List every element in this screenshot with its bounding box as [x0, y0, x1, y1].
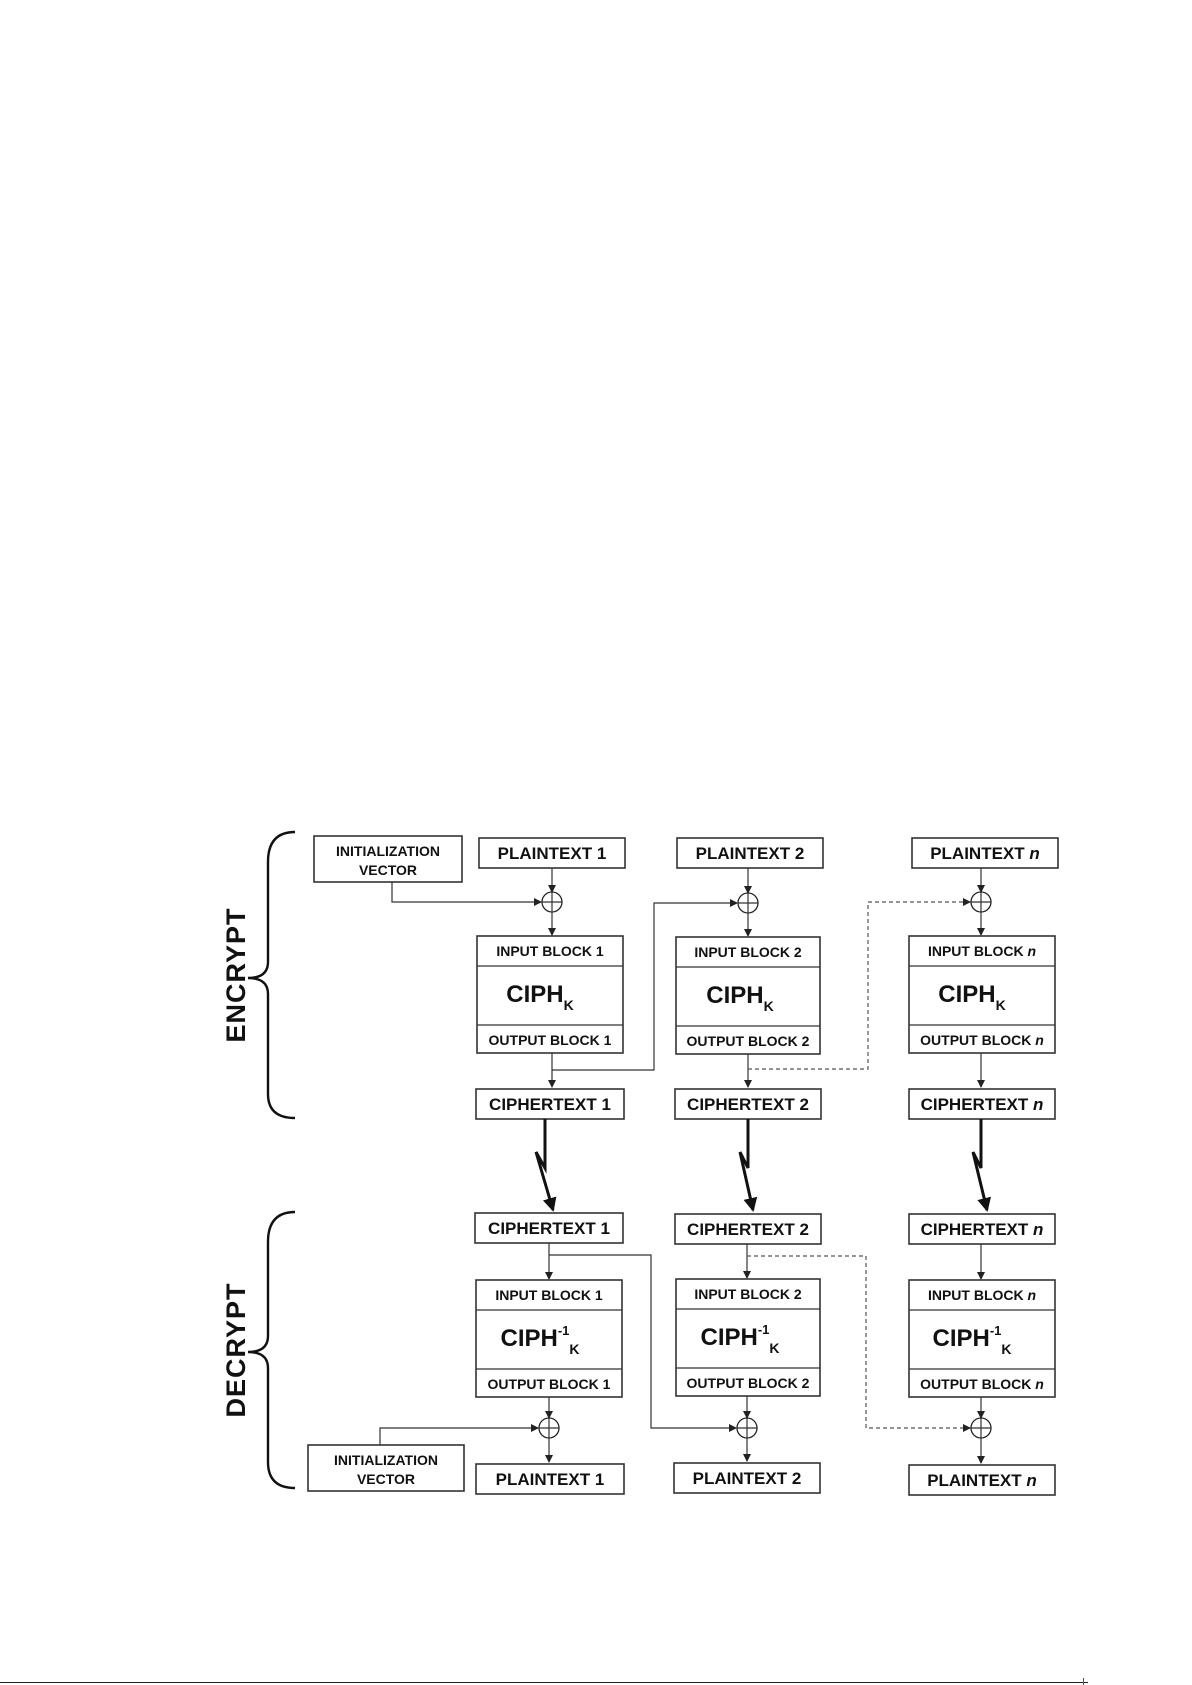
decrypt-plaintext-2-label: PLAINTEXT 2: [693, 1469, 802, 1488]
decrypt-ciphertext-n-label: CIPHERTEXT n: [921, 1220, 1044, 1239]
iv-line2-decrypt: VECTOR: [357, 1471, 415, 1487]
encrypt-plaintext-1-label: PLAINTEXT 1: [498, 844, 607, 863]
encrypt-input-block-2-label: INPUT BLOCK 2: [694, 944, 802, 960]
decrypt-cipher-block-1: INPUT BLOCK 1 CIPH-1K OUTPUT BLOCK 1: [475, 1279, 623, 1398]
encrypt-output-block-2-label: OUTPUT BLOCK 2: [687, 1033, 810, 1049]
encrypt-plaintext-2-label: PLAINTEXT 2: [696, 844, 805, 863]
decrypt-input-block-1-label: INPUT BLOCK 1: [495, 1287, 603, 1303]
iv-line1: INITIALIZATION: [336, 843, 440, 859]
decrypt-ciph-inv-label-2: CIPH-1K: [700, 1322, 779, 1356]
decrypt-plaintext-2-box: [673, 1462, 821, 1494]
encrypt-input-block-1-label: INPUT BLOCK 1: [496, 943, 604, 959]
decrypt-ciphertext-2-label: CIPHERTEXT 2: [687, 1220, 809, 1239]
decrypt-chain-1-to-2: [549, 1254, 737, 1432]
encrypt-output-block-1-label: OUTPUT BLOCK 1: [489, 1032, 612, 1048]
decrypt-iv-connector: [379, 1424, 539, 1445]
decrypt-input-block-n-label: INPUT BLOCK n: [928, 1287, 1036, 1303]
decrypt-brace: [247, 1210, 296, 1490]
decrypt-output-block-2-label: OUTPUT BLOCK 2: [687, 1375, 810, 1391]
encrypt-plaintext-n-box: [911, 837, 1059, 869]
decrypt-plaintext-n-label: PLAINTEXT n: [927, 1471, 1037, 1490]
encrypt-iv-connector: [391, 882, 542, 906]
encrypt-input-block-n-label: INPUT BLOCK n: [928, 943, 1036, 959]
encrypt-ciphertext-1-label: CIPHERTEXT 1: [489, 1095, 611, 1114]
encrypt-ciphertext-n-label: CIPHERTEXT n: [921, 1095, 1044, 1114]
transmission-arrow-n: [971, 1119, 991, 1212]
transmission-arrow-2: [738, 1119, 758, 1212]
decrypt-ciphertext-1-label: CIPHERTEXT 1: [488, 1219, 610, 1238]
decrypt-ciphertext-2-box: [674, 1213, 822, 1245]
encrypt-cipher-block-2: INPUT BLOCK 2 CIPHK OUTPUT BLOCK 2: [675, 936, 821, 1055]
decrypt-ciph-inv-label-1: CIPH-1K: [500, 1323, 579, 1357]
encrypt-plaintext-1-box: [478, 837, 626, 869]
encrypt-ciph-k-label-1: CIPHK: [506, 981, 573, 1013]
encrypt-ciph-k-label-n: CIPHK: [938, 981, 1005, 1013]
encrypt-cipher-block-1: INPUT BLOCK 1 CIPHK OUTPUT BLOCK 1: [476, 935, 624, 1054]
encrypt-ciph-k-label-2: CIPHK: [706, 982, 773, 1014]
decrypt-output-block-n-label: OUTPUT BLOCK n: [920, 1376, 1044, 1392]
encrypt-chain-2-to-n: [748, 898, 971, 1070]
encrypt-ciphertext-1-box: [475, 1088, 625, 1120]
decrypt-input-block-2-label: INPUT BLOCK 2: [694, 1286, 802, 1302]
encrypt-plaintext-n-label: PLAINTEXT n: [930, 844, 1040, 863]
encrypt-initialization-vector-box: INITIALIZATION VECTOR: [313, 835, 463, 883]
decrypt-plaintext-1-box: [475, 1463, 625, 1495]
decrypt-cipher-block-2: INPUT BLOCK 2 CIPH-1K OUTPUT BLOCK 2: [675, 1278, 821, 1397]
decrypt-initialization-vector-box: INITIALIZATION VECTOR: [307, 1444, 465, 1492]
decrypt-output-block-1-label: OUTPUT BLOCK 1: [488, 1376, 611, 1392]
encrypt-chain-1-to-2: [552, 899, 738, 1071]
transmission-arrow-1: [534, 1119, 557, 1212]
decrypt-cipher-block-n: INPUT BLOCK n CIPH-1K OUTPUT BLOCK n: [908, 1279, 1056, 1398]
encrypt-ciphertext-2-label: CIPHERTEXT 2: [687, 1095, 809, 1114]
encrypt-output-block-n-label: OUTPUT BLOCK n: [920, 1032, 1044, 1048]
decrypt-ciph-inv-label-n: CIPH-1K: [932, 1323, 1011, 1357]
encrypt-ciphertext-2-box: [674, 1088, 822, 1120]
page-bottom-rule: [0, 1682, 1088, 1683]
iv-line1-decrypt: INITIALIZATION: [334, 1452, 438, 1468]
decrypt-plaintext-n-box: [908, 1464, 1056, 1496]
decrypt-chain-2-to-n: [747, 1255, 971, 1432]
decrypt-plaintext-1-label: PLAINTEXT 1: [496, 1470, 605, 1489]
encrypt-label: ENCRYPT: [221, 907, 251, 1042]
encrypt-brace: [247, 830, 296, 1120]
page-bottom-tick: [1083, 1678, 1084, 1685]
encrypt-plaintext-2-box: [676, 837, 824, 869]
decrypt-label: DECRYPT: [221, 1282, 251, 1417]
encrypt-cipher-block-n: INPUT BLOCK n CIPHK OUTPUT BLOCK n: [908, 935, 1056, 1054]
decrypt-ciphertext-n-box: [908, 1213, 1056, 1245]
iv-line2: VECTOR: [359, 862, 417, 878]
